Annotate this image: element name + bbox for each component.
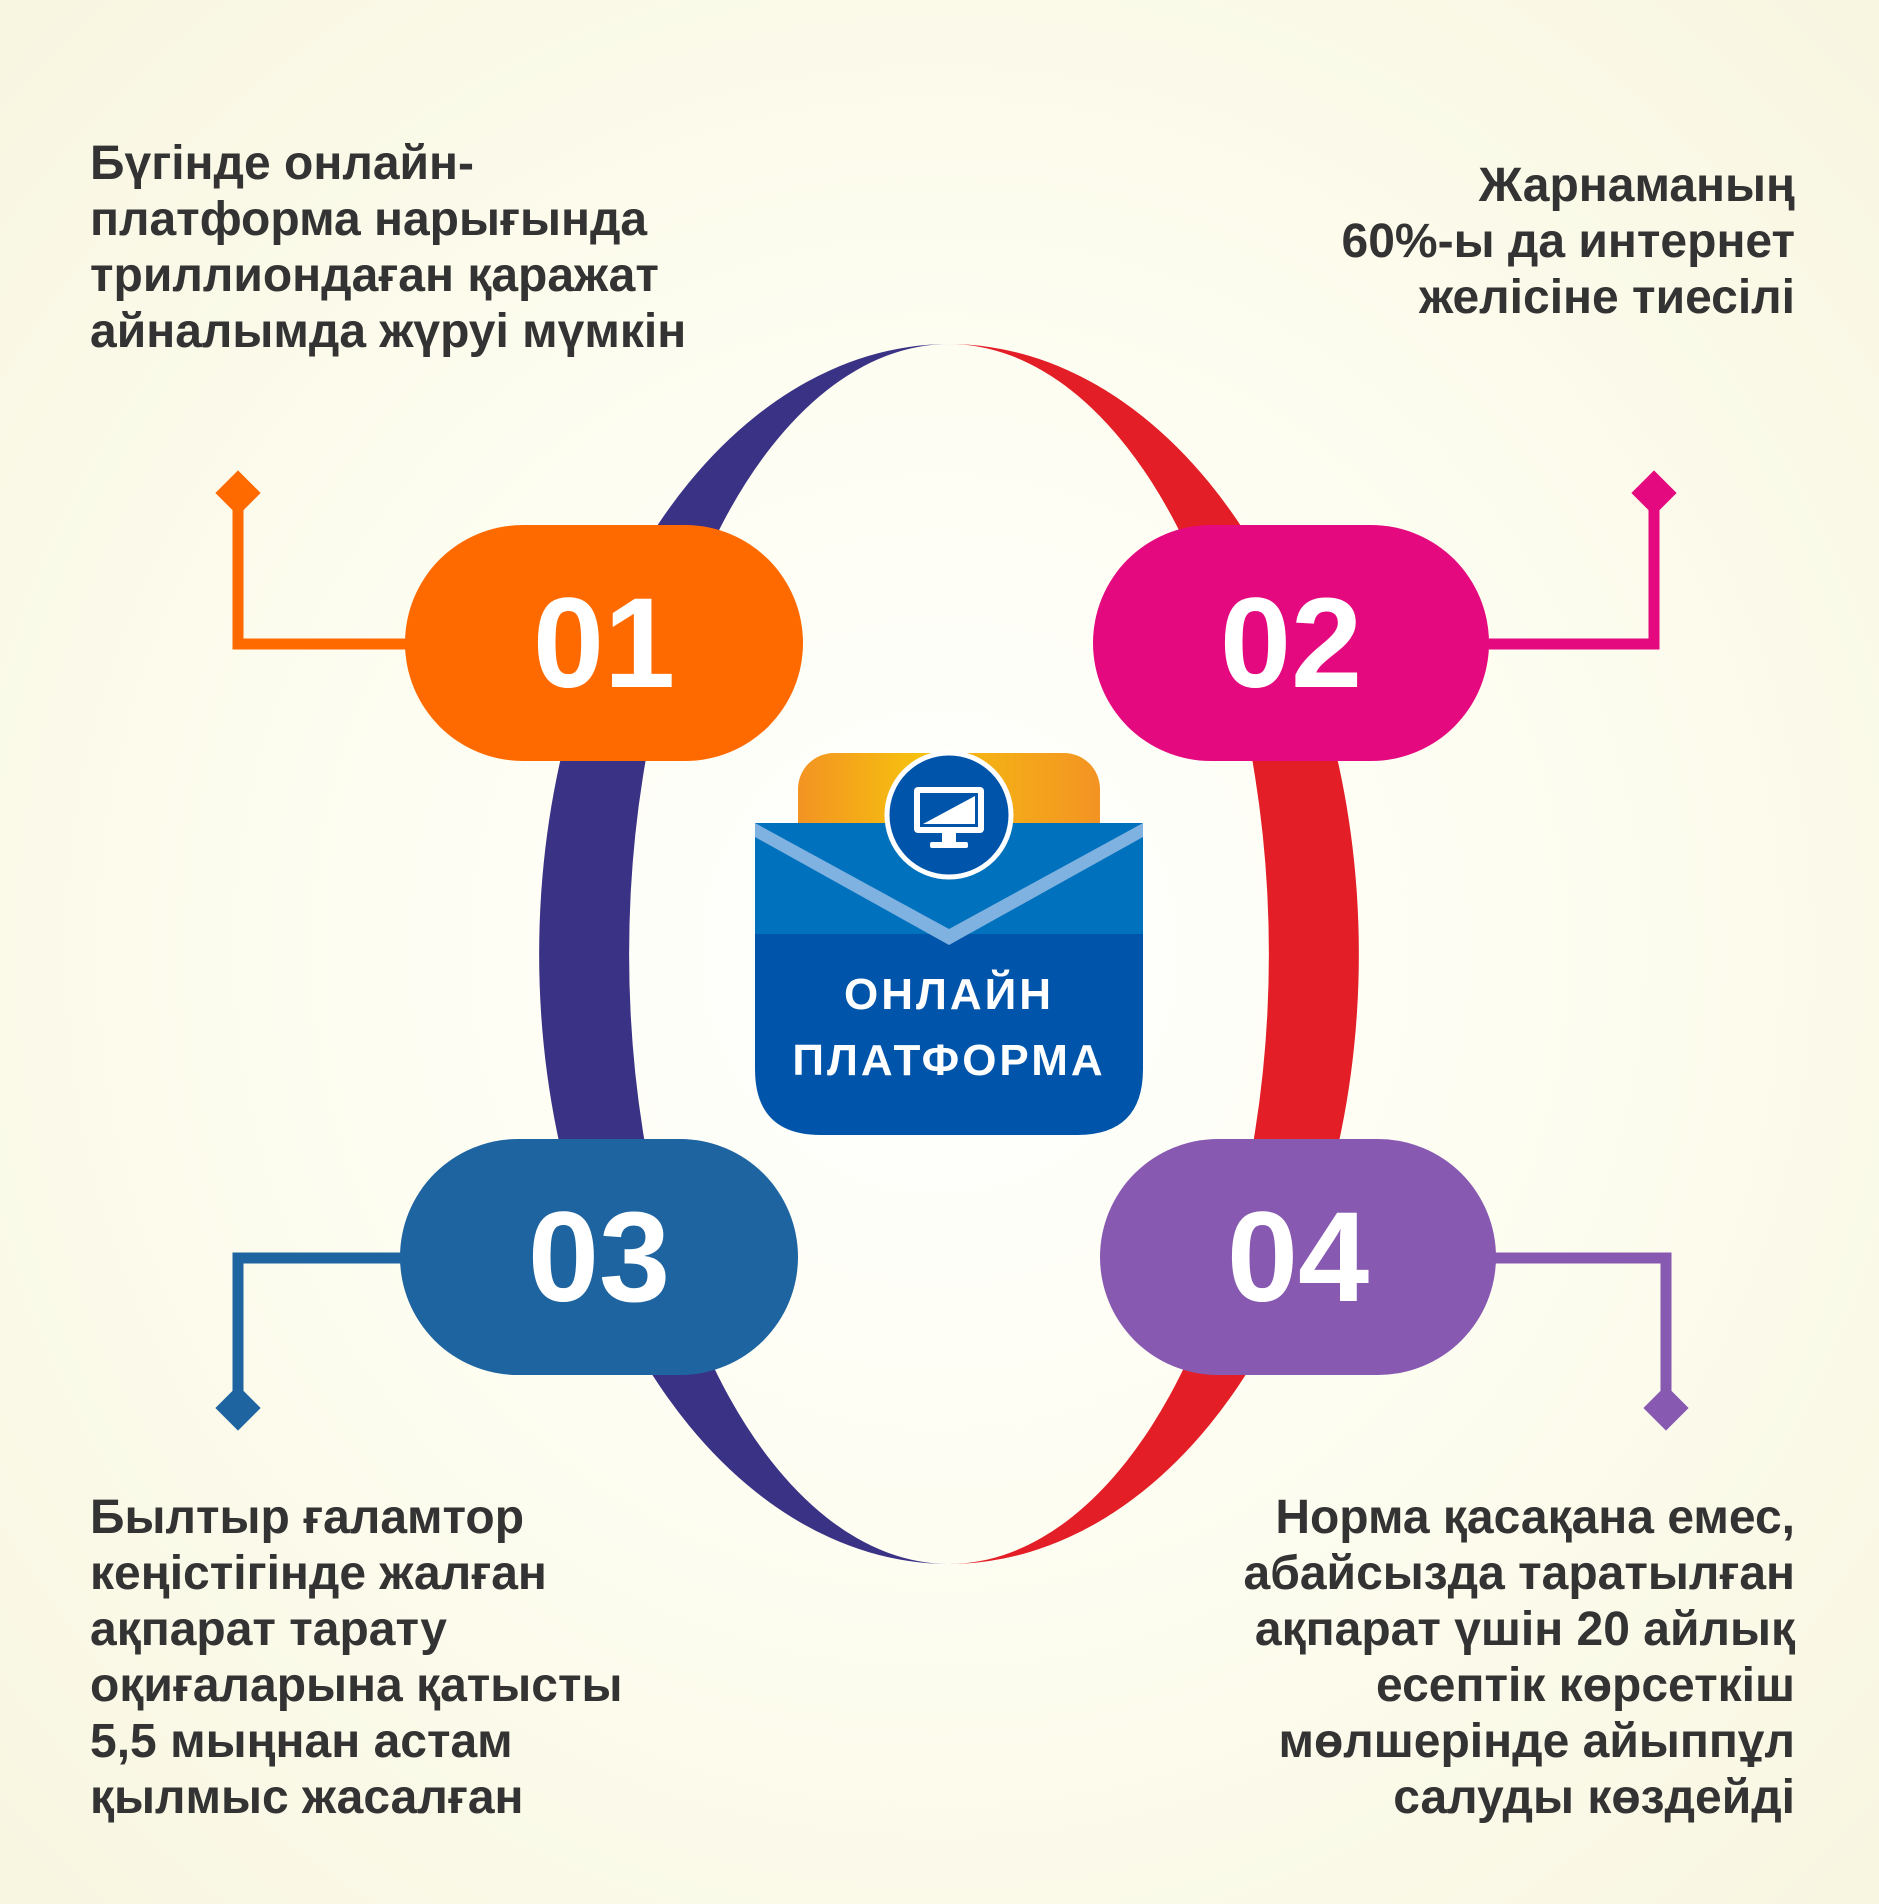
- diamond-marker-03: [215, 1385, 261, 1431]
- logo-text-line2: ПЛАТФОРМА: [792, 1036, 1106, 1085]
- diamond-marker-01: [215, 470, 261, 516]
- online-platform-logo: [755, 750, 1143, 1135]
- step-03-badge: 03: [400, 1139, 798, 1375]
- step-03-number: 03: [527, 1185, 671, 1329]
- logo-text-line1: ОНЛАЙН: [843, 970, 1055, 1019]
- step-04-number: 04: [1226, 1185, 1370, 1329]
- step-04-text: Норма қасақана емес, абайсызда таратылға…: [1243, 1491, 1795, 1824]
- step-02-badge: 02: [1093, 525, 1489, 761]
- diamond-marker-04: [1643, 1385, 1689, 1431]
- step-02-number: 02: [1219, 571, 1363, 715]
- step-02-text: Жарнаманың 60%-ы да интернет желісіне ти…: [1341, 159, 1795, 324]
- step-04-badge: 04: [1100, 1139, 1496, 1375]
- step-01-text: Бүгінде онлайн- платформа нарығында трил…: [90, 137, 687, 358]
- step-01-number: 01: [532, 571, 676, 715]
- step-03-text: Былтыр ғаламтор кеңістігінде жалған ақпа…: [90, 1491, 623, 1824]
- step-01-badge: 01: [405, 525, 803, 761]
